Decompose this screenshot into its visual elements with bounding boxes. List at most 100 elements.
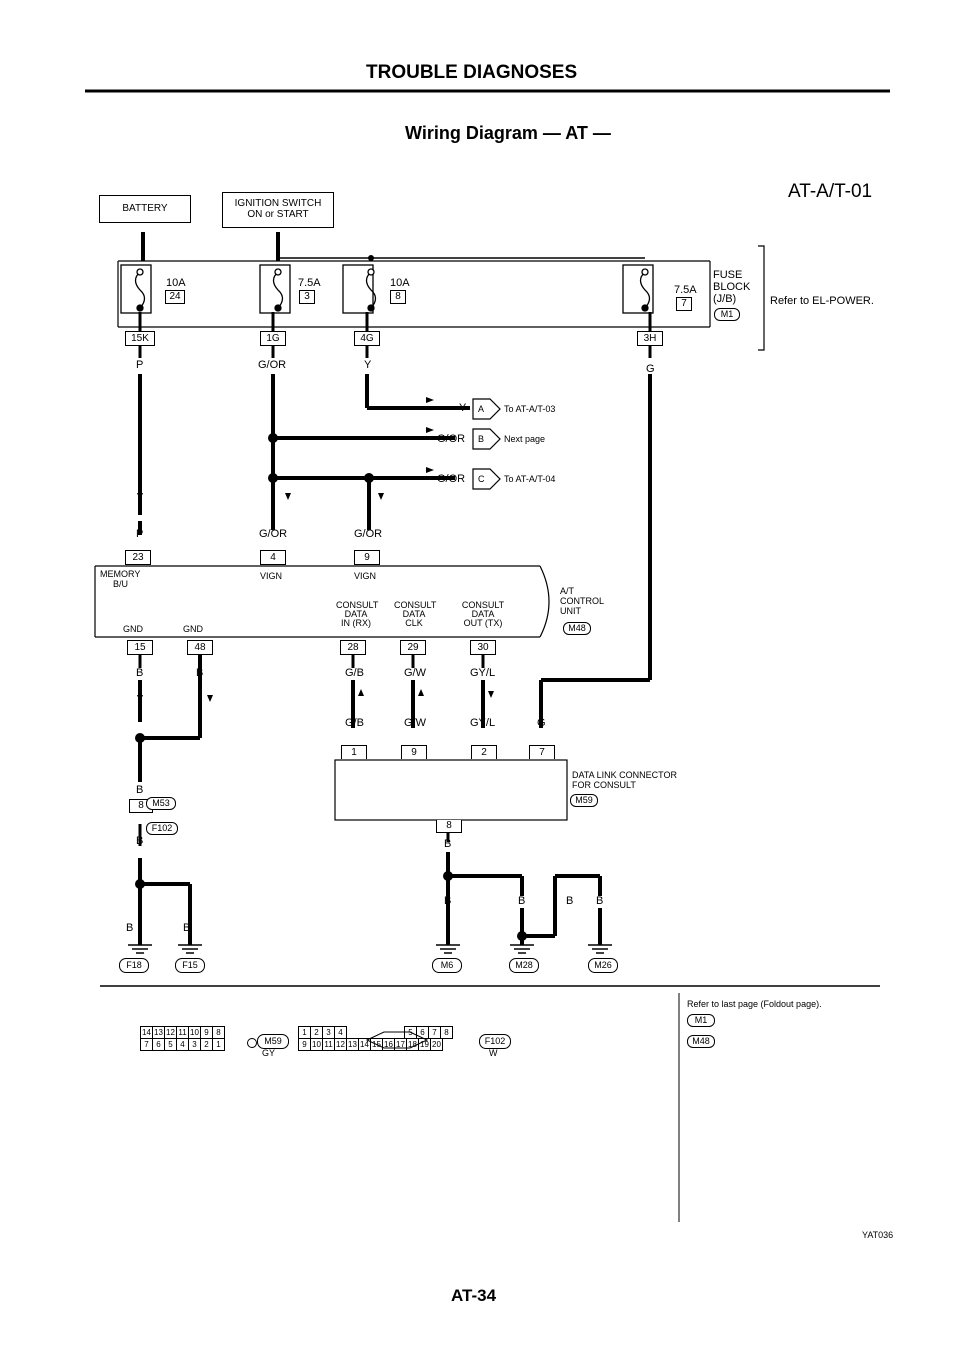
fuse-1-num: 24 bbox=[165, 290, 185, 304]
fuse-symbols bbox=[120, 264, 654, 314]
fuse-1-amp: 10A bbox=[166, 277, 186, 289]
wire-gor-tcm-1: G/OR bbox=[259, 528, 288, 540]
connector-f102-color: W bbox=[489, 1048, 498, 1058]
tcm-pin-30: 30 bbox=[470, 640, 496, 655]
dlc-pin-8: 8 bbox=[436, 820, 462, 833]
wire-gor-tcm-2: G/OR bbox=[354, 528, 383, 540]
fuse-4-num: 7 bbox=[676, 297, 692, 311]
battery-box: BATTERY bbox=[99, 195, 191, 223]
connector-f102-id: F102 bbox=[479, 1034, 511, 1049]
ground-m26: M26 bbox=[588, 958, 618, 973]
wire-b-5: B bbox=[444, 838, 452, 850]
arrow-b-text: Next page bbox=[504, 434, 546, 444]
wire-p-top: P bbox=[136, 359, 144, 371]
tcm-pin-9: 9 bbox=[354, 550, 380, 565]
continuation-arrows bbox=[472, 398, 501, 490]
diagram-code: AT-A/T-01 bbox=[788, 181, 873, 202]
fuse-block-outline bbox=[117, 245, 765, 351]
wire-b-9: B bbox=[596, 895, 604, 907]
fuse-3-num: 8 bbox=[390, 290, 406, 304]
ground-m28: M28 bbox=[509, 958, 539, 973]
connector-m59-color: GY bbox=[262, 1048, 276, 1058]
tcm-gnd-1: GND bbox=[123, 624, 143, 634]
terminal-1g: 1G bbox=[260, 331, 286, 346]
fuse-3-amp: 10A bbox=[390, 277, 410, 289]
refer-connector-m48: M48 bbox=[687, 1035, 715, 1048]
ground-m6: M6 bbox=[432, 958, 462, 973]
joint-connector-top: M53 bbox=[146, 797, 176, 810]
wire-gb-2: G/B bbox=[345, 717, 364, 729]
page-number: AT-34 bbox=[451, 1286, 497, 1305]
arrow-c-text: To AT-A/T-04 bbox=[504, 474, 556, 484]
tcm-pin-29: 29 bbox=[400, 640, 426, 655]
f102-pin-cell: 20 bbox=[430, 1038, 443, 1051]
dlc-pin-9: 9 bbox=[401, 745, 427, 759]
wire-b-6: B bbox=[444, 895, 452, 907]
tcm-memory: MEMORY bbox=[100, 569, 141, 579]
dlc-outline bbox=[334, 759, 568, 821]
connector-m59-id: M59 bbox=[257, 1034, 289, 1049]
arrow-c-color: G/OR bbox=[437, 473, 466, 485]
tcm-vign-2: VIGN bbox=[354, 571, 377, 581]
ground-symbols bbox=[128, 944, 612, 954]
terminal-15k: 15K bbox=[125, 331, 155, 346]
tcm-outline bbox=[94, 565, 550, 638]
f102-pin-cell: 8 bbox=[440, 1026, 453, 1039]
wire-gw-2: G/W bbox=[404, 717, 426, 729]
arrow-b-color: G/OR bbox=[437, 433, 466, 445]
tcm-connector: M48 bbox=[563, 622, 591, 635]
tcm-pin-48: 48 bbox=[187, 640, 213, 655]
terminal-3h: 3H bbox=[637, 331, 663, 346]
wire-gb-1: G/B bbox=[345, 667, 364, 679]
refer-el-power: Refer to EL-POWER. bbox=[770, 295, 874, 307]
arrow-a-color: Y bbox=[459, 402, 467, 414]
f102-latch-gap bbox=[346, 1026, 404, 1038]
ground-f15: F15 bbox=[175, 958, 205, 973]
wire-y-top: Y bbox=[364, 359, 372, 371]
tcm-pin-4: 4 bbox=[260, 550, 286, 565]
tcm-gnd-2: GND bbox=[183, 624, 203, 634]
arrow-a-text: To AT-A/T-03 bbox=[504, 404, 556, 414]
dlc-pin-7: 7 bbox=[529, 745, 555, 759]
wire-b-4: B bbox=[136, 835, 144, 847]
wire-gyl-1: GY/L bbox=[470, 667, 496, 679]
dlc-connector: M59 bbox=[570, 794, 598, 807]
refer-last-page: Refer to last page (Foldout page). bbox=[687, 999, 822, 1009]
wire-b-10: B bbox=[126, 922, 134, 934]
dlc-pin-2: 2 bbox=[471, 745, 497, 759]
connector-m59-circle bbox=[247, 1038, 257, 1048]
tcm-vign-1: VIGN bbox=[260, 571, 283, 581]
wire-gyl-2: GY/L bbox=[470, 717, 496, 729]
arrow-a-letter: A bbox=[478, 404, 485, 414]
diagram-subtitle: Wiring Diagram — AT — bbox=[405, 123, 611, 143]
wire-b-11: B bbox=[183, 922, 191, 934]
wire-b-1: B bbox=[136, 667, 144, 679]
refer-connector-m1: M1 bbox=[687, 1014, 715, 1027]
wire-p-tcm: P bbox=[136, 528, 144, 540]
fuse-2-num: 3 bbox=[299, 290, 315, 304]
dlc-pin-1: 1 bbox=[341, 745, 367, 759]
wire-gor-top: G/OR bbox=[258, 359, 287, 371]
joint-connector-bottom: F102 bbox=[146, 822, 178, 835]
fuse-block-connector: M1 bbox=[714, 308, 740, 321]
wire-b-2: B bbox=[196, 667, 204, 679]
terminal-4g: 4G bbox=[354, 331, 380, 346]
tcm-pin-23: 23 bbox=[125, 550, 151, 565]
ground-f18: F18 bbox=[119, 958, 149, 973]
page-title: TROUBLE DIAGNOSES bbox=[366, 62, 578, 83]
fuse-4-amp: 7.5A bbox=[674, 284, 697, 296]
wire-g-top: G bbox=[646, 363, 655, 375]
wire-b-3: B bbox=[136, 784, 144, 796]
wire-b-8: B bbox=[566, 895, 574, 907]
arrow-c-letter: C bbox=[478, 474, 485, 484]
fuse-2-amp: 7.5A bbox=[298, 277, 321, 289]
wire-g-2: G bbox=[537, 717, 546, 729]
m59-pin-cell: 1 bbox=[212, 1038, 225, 1051]
